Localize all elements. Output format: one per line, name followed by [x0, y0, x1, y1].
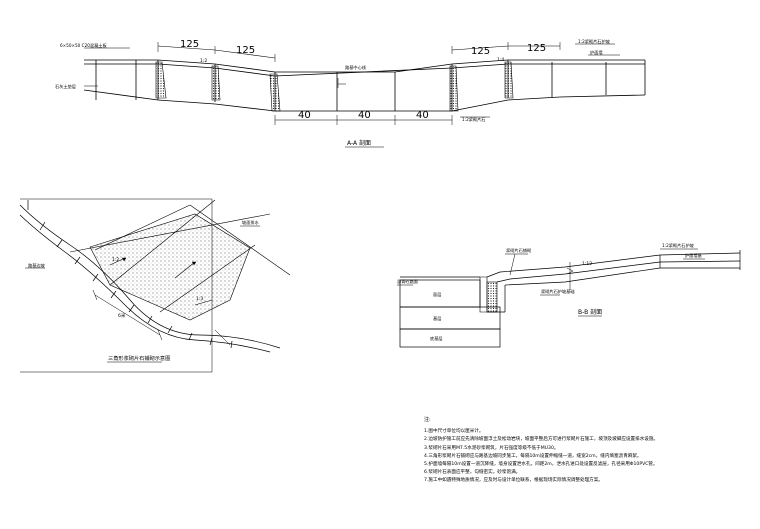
plan-label-2: 坡面排水	[242, 219, 260, 226]
bb-label-left: 沥青砼路面	[397, 278, 418, 285]
bb-layer-2	[399, 306, 501, 330]
bb-label-right-small: 护面墙基	[685, 252, 703, 259]
bb-label-top-right: 1:2浆砌片石护坡	[662, 242, 695, 249]
section-bb-text: 浆砌片石铺砌 1:12 1:2浆砌片石护坡 护面墙基 浆砌片石护坡基础 沥青砼路…	[397, 242, 703, 342]
aa-label-center: 路基中心线	[345, 64, 367, 71]
bb-label-top-left: 浆砌片石铺砌	[506, 247, 531, 254]
section-aa	[83, 42, 646, 148]
bb-label-mid: 浆砌片石护坡基础	[541, 288, 575, 295]
plan-title: 三角形浆砌片石铺砌示意图	[108, 354, 170, 362]
aa-slope-right: 1:4	[497, 57, 504, 63]
note-item-6: 6.浆砌片石表面应平整，勾缝密实，砂浆饱满。	[424, 470, 521, 476]
aa-title: A-A 剖面	[347, 139, 371, 147]
aa-dim-bottom-2: 40	[358, 110, 371, 121]
plan-view-text: 路基边坡 坡面排水 1:2 1:3 6米 三角形浆砌片石铺砌示意图	[28, 219, 260, 362]
aa-dim-top-1: 125	[180, 39, 199, 50]
note-item-1: 1.图中尺寸单位均以厘米计。	[424, 429, 484, 435]
note-item-4: 4.三角形浆砌片石铺砌应与路基边坡同步施工，每隔10m设置伸缩缝一道，缝宽2cm…	[424, 453, 642, 459]
notes-block: 注: 1.图中尺寸单位均以厘米计。 2.边坡防护施工前应先清除坡面浮土及松动岩块…	[424, 416, 754, 486]
plan-label-4: 1:3	[196, 296, 203, 302]
bb-layer-1-label: 面层	[433, 292, 441, 298]
aa-dim-top-3: 125	[471, 46, 490, 57]
note-item-2: 2.边坡防护施工前应先清除坡面浮土及松动岩块，坡面平整后方可进行浆砌片石施工，坡…	[424, 437, 659, 443]
bb-title: B-B 剖面	[578, 308, 602, 316]
aa-label-left-top: 6×50×50 C20混凝土板	[60, 42, 107, 49]
note-item-3: 3.浆砌片石采用M7.5水泥砂浆砌筑，片石强度等级不低于MU30。	[424, 445, 559, 451]
bb-curb	[486, 281, 498, 313]
plan-label-1: 路基边坡	[28, 262, 46, 269]
aa-label-right-mid: 护面墙	[590, 49, 603, 56]
section-bb	[397, 248, 741, 348]
notes-heading: 注:	[424, 417, 431, 423]
note-item-7: 7.施工中如遇特殊地质情况，应及时与设计单位联系，根据现场实际情况调整处理方案。	[424, 478, 603, 484]
aa-dim-bottom-3: 40	[416, 110, 429, 121]
section-aa-text: 125 125 125 125 40 40 40 1:2 1:4 6×50×50…	[55, 38, 611, 147]
bb-layer-3-label: 底基层	[430, 335, 443, 342]
note-item-5: 5.护面墙每隔10m设置一道沉降缝，墙身设置泄水孔，间距2m，泄水孔进口处设置反…	[424, 462, 658, 468]
aa-label-right-top: 1:2浆砌片石护坡	[578, 38, 611, 45]
aa-dim-bottom-1: 40	[298, 110, 311, 121]
aa-dim-top-4: 125	[527, 43, 546, 54]
bb-layer-3	[399, 328, 501, 348]
bb-layer-2-label: 基层	[433, 315, 441, 322]
plan-label-3: 1:2	[112, 257, 119, 263]
aa-slope-left: 1:2	[200, 58, 207, 64]
aa-label-bottom: 1:2浆砌片石	[462, 116, 486, 123]
aa-dim-top-2: 125	[236, 45, 255, 56]
aa-label-left-mid: 石灰土垫层	[55, 83, 76, 90]
plan-label-5: 6米	[118, 312, 126, 319]
plan-view	[19, 198, 291, 373]
bb-label-slope: 1:12	[582, 261, 592, 267]
